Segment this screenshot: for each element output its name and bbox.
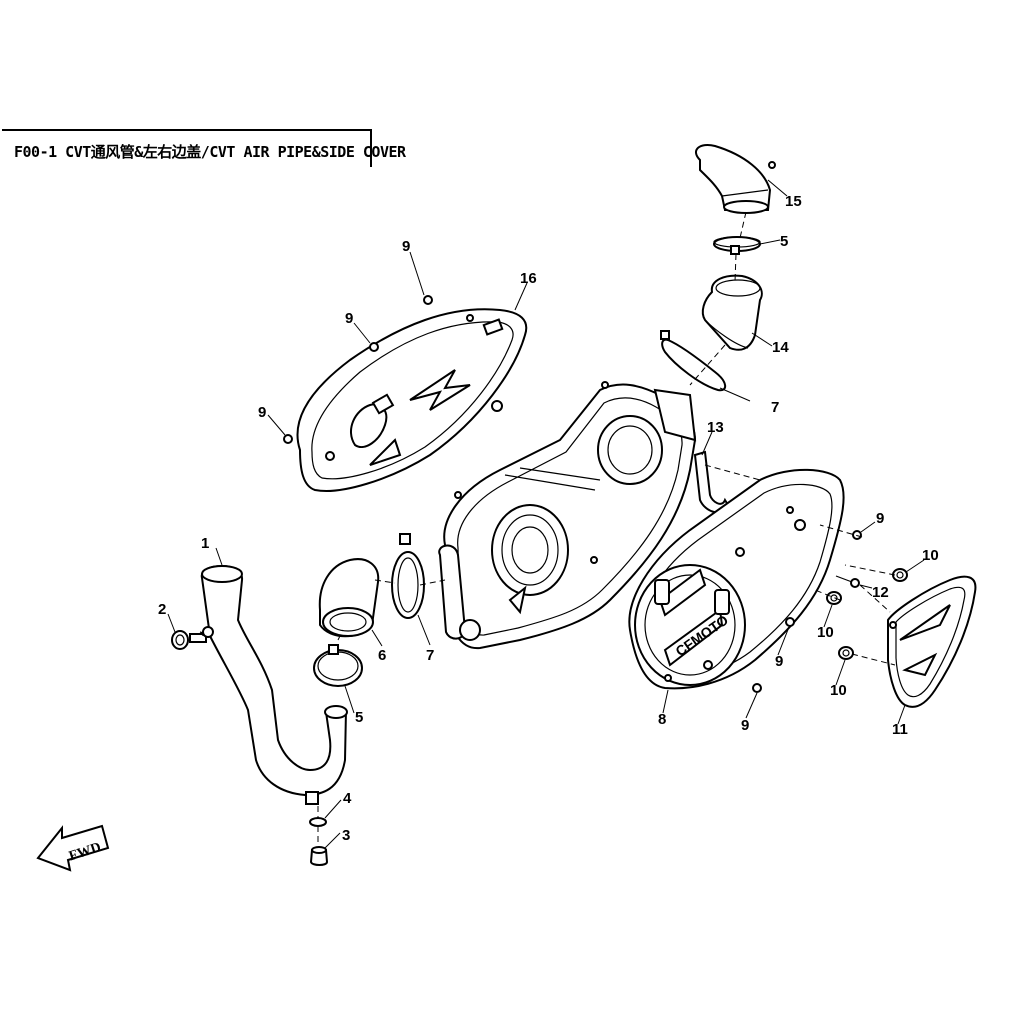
callout-15: 15	[785, 193, 802, 210]
part-3-cap	[309, 846, 329, 866]
callout-labels: 1 2 3 4 5 5 6 7 7 8 9 9 9 9 9 9 9 10 10 …	[158, 193, 939, 844]
part-11-vent-cover	[887, 575, 977, 708]
diagram-title: F00-1 CVT通风管&左右边盖/CVT AIR PIPE&SIDE COVE…	[14, 143, 406, 161]
part-9-bolts-left	[283, 295, 433, 444]
part-4-clip	[309, 817, 327, 827]
callout-4: 4	[343, 790, 352, 807]
part-5-top-clamp	[713, 236, 761, 255]
part-15-elbow-pipe	[695, 144, 776, 214]
callout-8: 8	[658, 711, 666, 728]
part-7-lower-band	[391, 533, 425, 619]
callout-16: 16	[520, 270, 537, 287]
callout-1: 1	[201, 535, 209, 552]
callout-6: 6	[378, 647, 386, 664]
callout-9-e: 9	[775, 653, 783, 670]
part-13-bracket	[693, 450, 730, 514]
callout-9-d: 9	[876, 510, 884, 527]
assembly-lines	[201, 211, 896, 846]
callout-10-c: 10	[830, 682, 847, 699]
callout-5-bottom: 5	[355, 709, 363, 726]
callout-2: 2	[158, 601, 166, 618]
part-2-grommet	[171, 626, 214, 650]
callout-7-top: 7	[771, 399, 779, 416]
cvt-housing	[438, 381, 697, 650]
part-14-rubber-sleeve	[701, 274, 763, 351]
callout-3: 3	[342, 827, 350, 844]
callout-leaders	[167, 179, 925, 849]
callout-7-bottom: 7	[426, 647, 434, 664]
part-6-intake-sleeve	[318, 558, 380, 638]
callout-9-f: 9	[741, 717, 749, 734]
part-16-left-cover	[296, 308, 528, 492]
part-5-lower-clamp	[313, 644, 363, 687]
fwd-arrow: FWD	[36, 824, 110, 872]
part-10-washers	[826, 568, 908, 660]
callout-12: 12	[872, 584, 889, 601]
part-7-upper-band	[660, 330, 727, 392]
callout-10-b: 10	[817, 624, 834, 641]
callout-10-a: 10	[922, 547, 939, 564]
title-box: F00-1 CVT通风管&左右边盖/CVT AIR PIPE&SIDE COVE…	[2, 129, 406, 167]
callout-14: 14	[772, 339, 789, 356]
callout-5-top: 5	[780, 233, 788, 250]
callout-11: 11	[892, 721, 908, 738]
callout-13: 13	[707, 419, 724, 436]
part-1-air-pipe	[199, 564, 348, 805]
part-12-stud	[835, 575, 860, 588]
callout-9-a: 9	[402, 238, 410, 255]
callout-9-c: 9	[258, 404, 266, 421]
part-9-bolts-right	[752, 530, 862, 693]
callout-9-b: 9	[345, 310, 353, 327]
part-8-right-cover: CFMOTO	[628, 468, 845, 690]
